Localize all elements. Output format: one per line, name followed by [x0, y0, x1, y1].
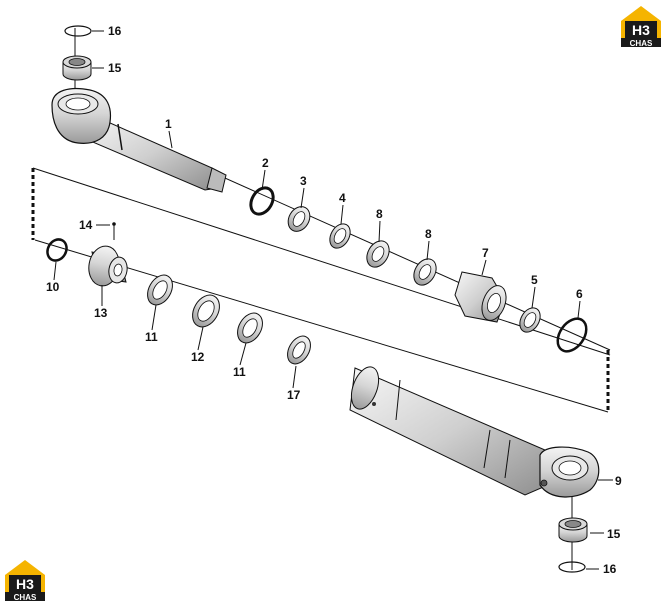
callout-2: 2 [262, 156, 269, 170]
callout-5: 5 [531, 273, 538, 287]
bushing-top [62, 55, 92, 81]
seal-ring-3 [287, 206, 311, 232]
brand-logo-top: H3 CHAS [617, 3, 665, 49]
bushing-bottom [558, 517, 588, 543]
set-screw-14 [112, 222, 116, 240]
o-ring-6 [556, 317, 588, 353]
seal-17 [287, 335, 311, 365]
callout-labels: 16 15 1 2 3 4 8 8 7 5 6 10 14 13 11 12 1… [46, 24, 622, 576]
callout-6: 6 [576, 287, 583, 301]
guide-ring-8b [413, 258, 437, 286]
o-ring-10 [46, 238, 68, 262]
callout-8b: 8 [425, 227, 432, 241]
callout-7: 7 [482, 246, 489, 260]
circlip-bottom [558, 561, 586, 573]
callout-10: 10 [46, 280, 60, 294]
callout-11a: 11 [145, 330, 158, 344]
callout-16-bottom: 16 [603, 562, 617, 576]
callout-4: 4 [339, 191, 346, 205]
svg-text:CHAS: CHAS [14, 593, 37, 602]
callout-15-bottom: 15 [607, 527, 621, 541]
dashed-bracket [31, 168, 610, 412]
callout-17: 17 [287, 388, 301, 402]
callout-1: 1 [165, 117, 172, 131]
cylinder-head-7 [454, 271, 507, 323]
piston-ring-11b [237, 312, 263, 344]
cylinder-tube-9 [349, 366, 600, 498]
piston-ring-11a [147, 274, 173, 306]
callout-16-top: 16 [108, 24, 122, 38]
piston-seal-12 [192, 294, 220, 328]
svg-text:H3: H3 [16, 576, 34, 592]
callout-3: 3 [300, 174, 307, 188]
callout-8a: 8 [376, 207, 383, 221]
callout-13: 13 [94, 306, 108, 320]
callout-11b: 11 [233, 365, 246, 379]
brand-logo-bottom: H3 CHAS [1, 557, 49, 603]
svg-text:H3: H3 [632, 22, 650, 38]
callout-9: 9 [615, 474, 622, 488]
leader-lines [53, 30, 613, 570]
o-ring-2 [249, 186, 275, 216]
piston-13 [88, 245, 128, 287]
circlip-top [64, 25, 92, 37]
seal-5 [519, 307, 541, 333]
guide-ring-8a [366, 240, 390, 268]
svg-text:CHAS: CHAS [630, 39, 653, 48]
callout-14: 14 [79, 218, 93, 232]
callout-15-top: 15 [108, 61, 122, 75]
callout-12: 12 [191, 350, 205, 364]
piston-rod [51, 87, 227, 193]
wiper-ring-4 [329, 223, 351, 249]
